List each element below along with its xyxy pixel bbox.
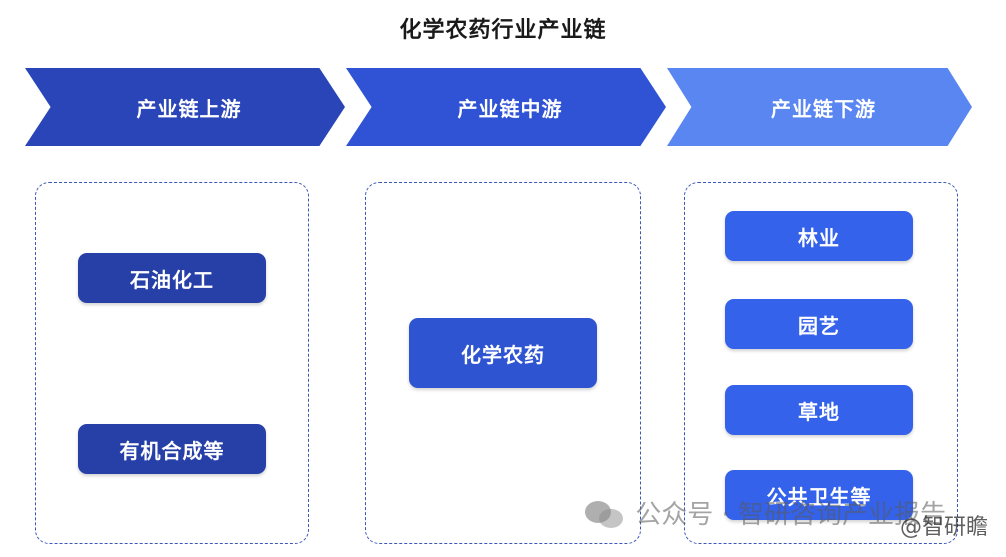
downstream-panel: [684, 182, 958, 544]
watermark-text: 公众号 · 智研咨询产业报告: [635, 500, 946, 530]
stage-midstream-header: 产业链中游: [346, 68, 666, 146]
upstream-panel: [35, 182, 309, 544]
upstream-item-organic-synthesis: 有机合成等: [78, 424, 266, 474]
watermark-brand: @智研瞻: [899, 515, 988, 540]
stage-upstream-label: 产业链上游: [136, 96, 242, 121]
stage-downstream-label: 产业链下游: [771, 96, 876, 121]
wechat-icon: [585, 497, 625, 529]
upstream-item-petrochemical: 石油化工: [78, 253, 266, 303]
stage-downstream-header: 产业链下游: [667, 68, 972, 146]
stage-upstream-header: 产业链上游: [25, 68, 345, 146]
watermark: 公众号 · 智研咨询产业报告: [585, 494, 946, 531]
diagram-title: 化学农药行业产业链: [399, 18, 607, 43]
midstream-item-chemical-pesticide: 化学农药: [409, 318, 597, 388]
downstream-item-horticulture: 园艺: [725, 299, 913, 349]
downstream-item-grassland: 草地: [725, 385, 913, 435]
stage-midstream-label: 产业链中游: [457, 96, 563, 121]
midstream-panel: [365, 182, 641, 544]
downstream-item-forestry: 林业: [725, 211, 913, 261]
downstream-item-public-health: 公共卫生等: [725, 470, 913, 520]
